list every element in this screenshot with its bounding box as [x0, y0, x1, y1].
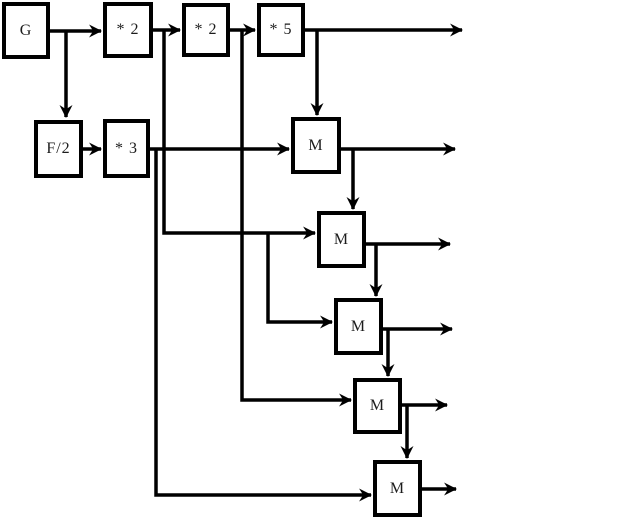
- block-g-label: G: [19, 21, 33, 39]
- block-mul2-first-label: * 2: [116, 21, 140, 38]
- block-m4: M: [353, 378, 402, 434]
- block-mul5-label: * 5: [269, 21, 293, 38]
- wire-mul3-tap-to-m5: [154, 149, 373, 502]
- block-m2-label: M: [333, 230, 350, 248]
- block-m4-label: M: [369, 397, 386, 414]
- block-m1-label: M: [308, 136, 324, 154]
- block-fdiv2-label: F/2: [46, 140, 71, 157]
- block-m3-label: M: [350, 317, 367, 335]
- block-mul5: * 5: [257, 3, 305, 57]
- block-mul3: * 3: [103, 119, 150, 178]
- wire-branch-to-m3: [266, 233, 334, 329]
- block-mul3-label: * 3: [115, 139, 138, 157]
- wire-mul2b-tap-to-m4: [240, 30, 353, 407]
- block-g: G: [2, 2, 50, 59]
- block-mul2-second-label: * 2: [194, 21, 218, 38]
- block-m1: M: [291, 117, 341, 174]
- block-fdiv2: F/2: [34, 120, 83, 178]
- block-mul2-first: * 2: [103, 2, 153, 58]
- block-m3: M: [334, 298, 383, 355]
- block-mul2-second: * 2: [182, 3, 230, 57]
- block-m2: M: [317, 211, 366, 268]
- wire-mul2a-tap-to-m2: [162, 30, 317, 240]
- block-m5: M: [373, 460, 422, 517]
- block-m5-label: M: [389, 479, 406, 497]
